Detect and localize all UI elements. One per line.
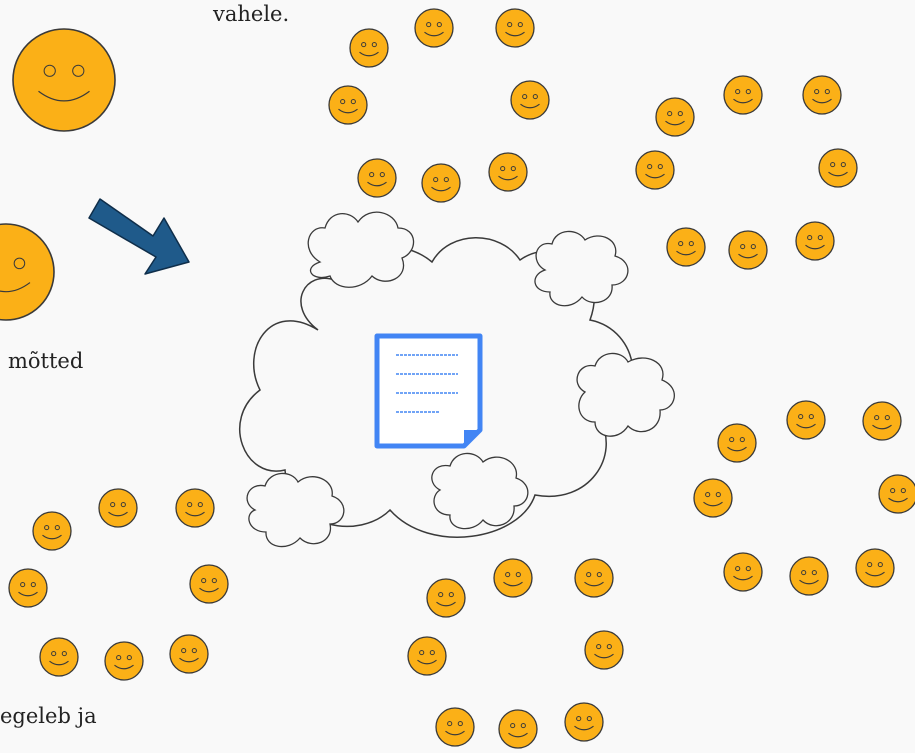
smiley-face-icon	[789, 556, 829, 596]
smiley-face-icon	[495, 8, 535, 48]
smiley-face-icon	[435, 707, 475, 747]
smiley-face-icon	[169, 634, 209, 674]
smiley-face-icon	[584, 630, 624, 670]
smiley-face-icon	[189, 564, 229, 604]
smiley-face-icon	[510, 80, 550, 120]
smiley-face-icon	[357, 158, 397, 198]
smiley-face-icon	[635, 150, 675, 190]
smiley-face-icon	[328, 85, 368, 125]
smiley-face-icon	[723, 75, 763, 115]
smiley-face-icon	[414, 8, 454, 48]
smiley-face-icon	[349, 28, 389, 68]
smiley-face-icon	[426, 578, 466, 618]
smiley-face-icon	[32, 511, 72, 551]
smiley-face-icon	[693, 478, 733, 518]
caption-middle: mõtted	[8, 349, 84, 373]
smiley-face-icon	[862, 401, 902, 441]
smiley-face-icon	[666, 227, 706, 267]
smiley-face-icon	[723, 552, 763, 592]
smiley-face-icon	[795, 221, 835, 261]
smiley-face-icon	[0, 223, 55, 321]
smiley-face-icon	[8, 568, 48, 608]
document-icon	[374, 333, 483, 449]
caption-top: vahele.	[213, 2, 290, 26]
smiley-face-icon	[421, 163, 461, 203]
arrow-icon	[88, 198, 190, 275]
smiley-face-icon	[98, 488, 138, 528]
smiley-face-icon	[855, 548, 895, 588]
smiley-face-icon	[818, 148, 858, 188]
caption-bottom: egeleb ja	[0, 704, 97, 728]
smiley-face-icon	[574, 558, 614, 598]
smiley-face-icon	[728, 230, 768, 270]
smiley-face-icon	[407, 636, 447, 676]
smiley-group	[0, 8, 915, 749]
smiley-face-icon	[39, 637, 79, 677]
smiley-face-icon	[564, 702, 604, 742]
smiley-face-icon	[498, 709, 538, 749]
smiley-face-icon	[786, 400, 826, 440]
smiley-face-icon	[655, 97, 695, 137]
smiley-face-icon	[488, 152, 528, 192]
smiley-face-icon	[175, 488, 215, 528]
smiley-face-icon	[802, 75, 842, 115]
smiley-face-icon	[717, 423, 757, 463]
smiley-face-icon	[104, 641, 144, 681]
smiley-face-icon	[878, 474, 915, 514]
smiley-face-icon	[12, 28, 116, 132]
smiley-face-icon	[493, 558, 533, 598]
